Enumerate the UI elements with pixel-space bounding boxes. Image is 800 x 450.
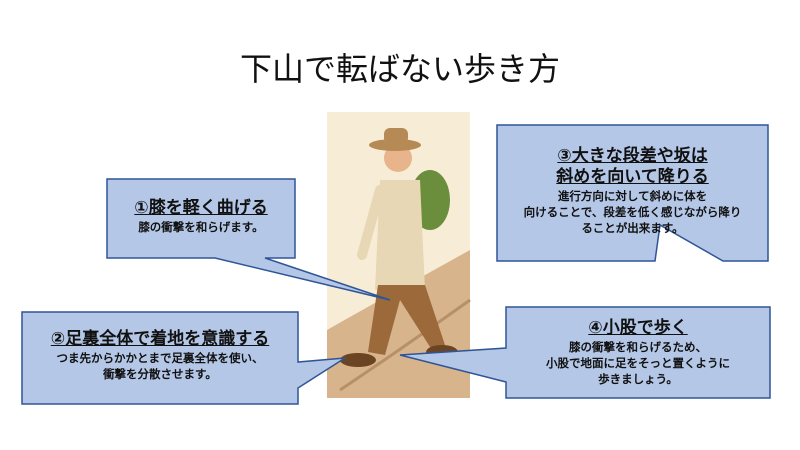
callout-3-shape [496, 124, 769, 262]
callout-diagonal: ③大きな段差や坂は 斜めを向いて降りる 進行方向に対して斜めに体を 向けることで… [497, 146, 768, 236]
callout-1-shape [106, 178, 391, 301]
callout-shapes [21, 124, 771, 405]
hiker-illustration [327, 112, 471, 398]
callout-heading: 斜めを向いて降りる [556, 167, 709, 187]
callout-small-steps: ④小股で歩く 膝の衝撃を和らげるため、 小股で地面に足をそっと置くように 歩きま… [506, 318, 770, 387]
callout-heading: ④小股で歩く [588, 318, 688, 338]
callout-body: 小股で地面に足をそっと置くように [546, 356, 730, 370]
callout-sole: ②足裏全体で着地を意識する つま先からかかとまで足裏全体を使い、 衝撃を分散させ… [22, 329, 298, 382]
callout-4-shape [399, 306, 771, 399]
callout-body: 膝の衝撃を和らげるため、 [569, 340, 707, 354]
slide-title: 下山で転ばない歩き方 [239, 50, 560, 88]
callout-heading: ②足裏全体で着地を意識する [50, 329, 270, 349]
callout-body: 衝撃を分散させます。 [103, 367, 217, 381]
callout-body: 歩きましょう。 [598, 372, 678, 386]
callout-heading: ③大きな段差や坂は [557, 146, 708, 166]
callout-knee: ①膝を軽く曲げる 膝の衝撃を和らげます。 [107, 198, 295, 235]
callout-heading: ①膝を軽く曲げる [134, 198, 268, 218]
callout-body: 進行方向に対して斜めに体を [557, 189, 708, 203]
callout-body: ることが出来ます。 [581, 221, 684, 235]
callout-body: 膝の衝撃を和らげます。 [138, 220, 264, 234]
callout-body: つま先からかかとまで足裏全体を使い、 [56, 351, 264, 365]
callout-body: 向けることで、段差を低く感じながら降り [523, 205, 742, 219]
callout-2-shape [21, 311, 346, 405]
